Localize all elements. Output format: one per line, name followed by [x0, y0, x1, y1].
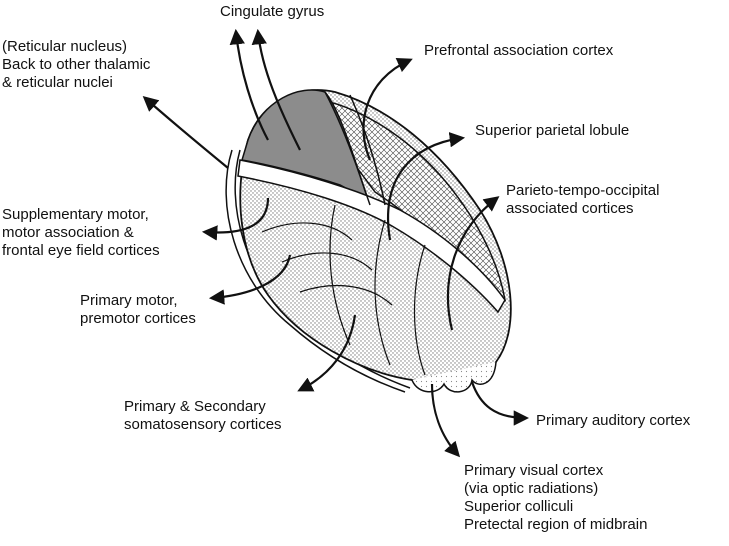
arrow-somatosensory	[297, 314, 357, 392]
dorsal-region	[241, 89, 370, 202]
arrow-supplementary	[201, 197, 270, 241]
label-line: Superior parietal lobule	[475, 122, 630, 139]
label-line: (via optic radiations)	[464, 480, 599, 497]
label-line: Primary auditory cortex	[536, 412, 691, 429]
label-line: & reticular nuclei	[2, 74, 113, 91]
arrow-auditory	[470, 381, 530, 426]
label-prefrontal: Prefrontal association cortex	[424, 42, 613, 60]
label-line: Pretectal region of midbrain	[464, 516, 648, 533]
label-cingulate: Cingulate gyrus	[220, 3, 324, 21]
label-line: Primary & Secondary	[124, 398, 266, 415]
label-line: Parieto-tempo-occipital	[506, 182, 660, 199]
label-visual: Primary visual cortex (via optic radiati…	[464, 462, 647, 534]
label-line: Primary motor,	[80, 292, 178, 309]
label-parieto: Parieto-tempo-occipital associated corti…	[506, 182, 659, 218]
arrow-cingulate-1	[229, 28, 269, 141]
label-line: Supplementary motor,	[2, 206, 149, 223]
arrow-parieto	[446, 196, 500, 331]
label-primary-motor: Primary motor, premotor cortices	[80, 292, 196, 328]
reticular-shell	[225, 149, 406, 393]
thalamus-body	[225, 89, 512, 393]
label-line: (Reticular nucleus)	[2, 38, 128, 55]
label-supplementary: Supplementary motor, motor association &…	[2, 206, 160, 260]
label-line: frontal eye field cortices	[2, 242, 160, 259]
arrow-prefrontal	[362, 57, 413, 161]
medullary-lamina	[237, 159, 506, 314]
label-line: motor association &	[2, 224, 134, 241]
nuclear-divisions	[261, 204, 426, 376]
label-auditory: Primary auditory cortex	[536, 412, 690, 430]
label-line: Primary visual cortex	[464, 462, 604, 479]
arrow-superior-parietal	[387, 132, 466, 241]
label-superior-parietal: Superior parietal lobule	[475, 122, 629, 140]
label-line: somatosensory cortices	[124, 416, 282, 433]
label-somatosensory: Primary & Secondary somatosensory cortic…	[124, 398, 282, 434]
label-line: Cingulate gyrus	[220, 3, 325, 20]
label-line: Superior colliculi	[464, 498, 574, 515]
projection-arrows	[142, 28, 530, 458]
label-line: Prefrontal association cortex	[424, 42, 614, 59]
arrow-primary-motor	[208, 254, 292, 305]
label-line: Back to other thalamic	[2, 56, 151, 73]
label-reticular: (Reticular nucleus) Back to other thalam…	[2, 38, 150, 92]
label-line: associated cortices	[506, 200, 634, 217]
arrow-cingulate-2	[251, 28, 301, 151]
arrow-visual	[430, 383, 461, 458]
label-line: premotor cortices	[80, 310, 196, 327]
arrow-reticular	[142, 95, 229, 169]
